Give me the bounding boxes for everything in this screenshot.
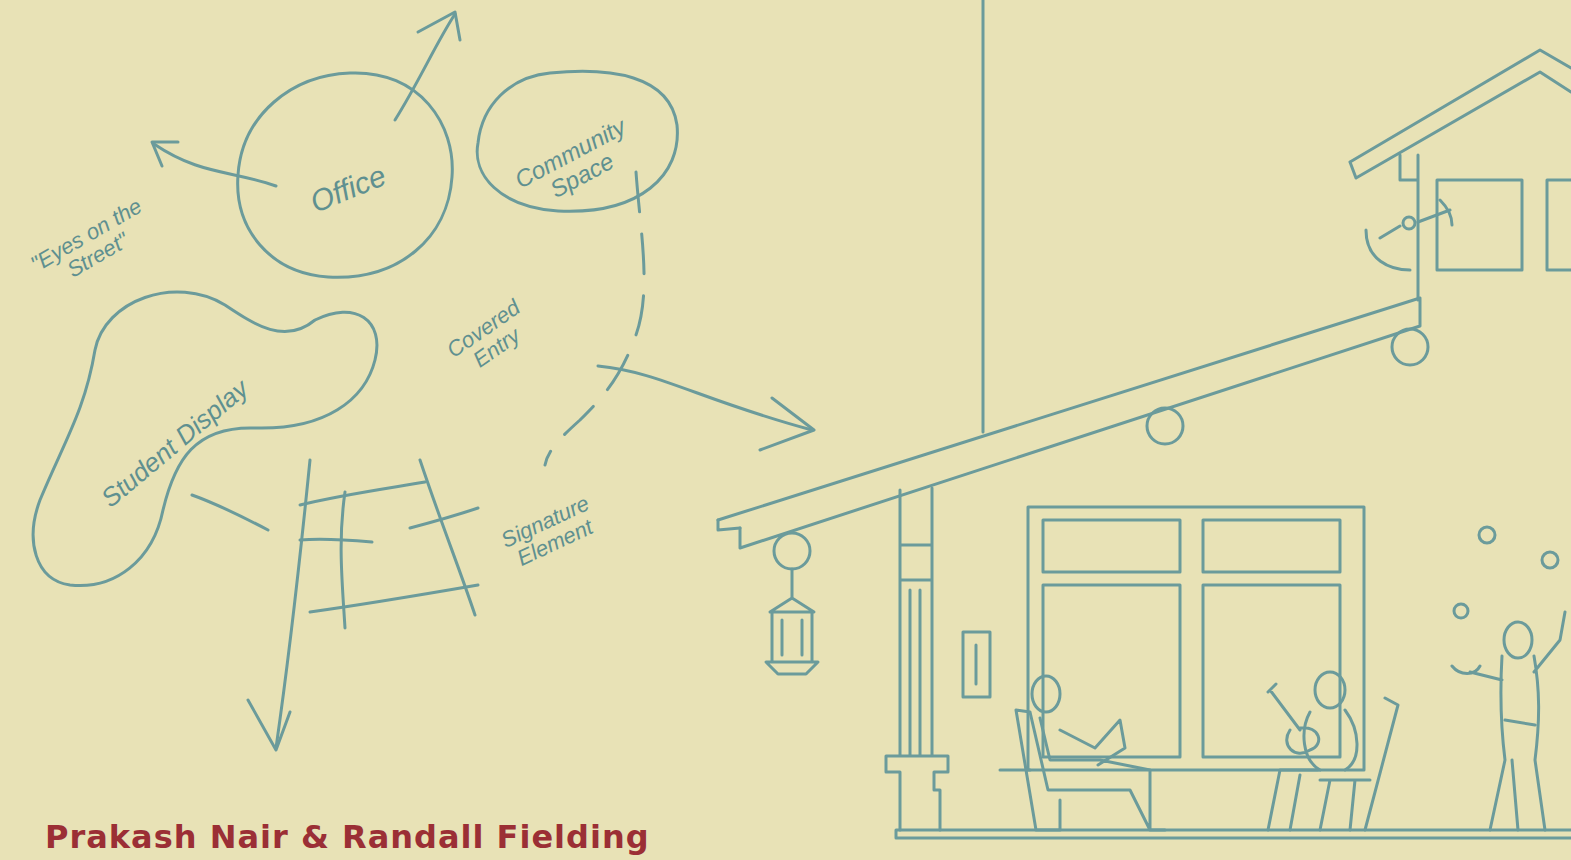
lantern: [766, 569, 818, 674]
person-juggling: [1504, 622, 1532, 658]
juggling-ball: [1542, 552, 1558, 568]
porch-roof: [718, 520, 740, 530]
lamp: [1403, 217, 1415, 229]
author-names: Prakash Nair & Randall Fielding: [45, 818, 650, 856]
arrow-head: [418, 12, 460, 40]
person-reading: [1000, 710, 1165, 830]
window-pane: [1203, 520, 1340, 572]
grid-line: [310, 585, 478, 612]
bubble-label: Office: [268, 144, 428, 233]
person-juggling: [1452, 612, 1565, 830]
upper-window: [1547, 180, 1571, 270]
person-guitar: [1268, 684, 1398, 830]
grid-line: [420, 460, 475, 615]
window-pane: [1043, 520, 1180, 572]
upper-window: [1437, 180, 1522, 270]
arrow-head: [760, 398, 814, 450]
porch-roof: [718, 298, 1420, 548]
juggling-ball: [1454, 604, 1468, 618]
note-text: Signature Element: [486, 486, 614, 579]
sketch-arrow: [154, 144, 276, 186]
switch: [963, 632, 990, 697]
grid-line: [192, 495, 268, 530]
person-guitar: [1315, 672, 1345, 708]
arrow-head: [248, 700, 290, 750]
dashed-path: [545, 172, 644, 465]
student-display-bubble: Student Display: [25, 280, 385, 592]
bubble-outline: [238, 73, 453, 277]
switch: [975, 645, 978, 684]
note-text: Covered Entry: [436, 290, 544, 385]
porch-floor: [896, 830, 1571, 838]
grid-line: [300, 482, 425, 505]
lantern-mount: [774, 533, 810, 569]
divider-line: [982, 0, 985, 432]
juggling-ball: [1479, 527, 1495, 543]
upper-wall: [1400, 155, 1418, 300]
lamp: [1366, 200, 1452, 270]
person-reading: [1032, 676, 1060, 712]
roof-bracket: [1392, 329, 1428, 365]
arrow-head: [152, 142, 178, 166]
sketch-arrow: [598, 366, 812, 430]
grid-line: [300, 539, 372, 542]
community-bubble: Community Space: [470, 65, 682, 220]
bubble-label: Student Display: [78, 359, 272, 528]
window-pane: [1203, 585, 1340, 757]
bubble-outline: [33, 292, 377, 586]
grid-line: [410, 508, 478, 528]
upper-roof: [1350, 50, 1571, 178]
note-text: "Eyes on the Street": [16, 188, 169, 303]
office-bubble: Office: [230, 65, 460, 285]
roof-bracket: [1147, 408, 1183, 444]
porch-post: [886, 488, 948, 830]
